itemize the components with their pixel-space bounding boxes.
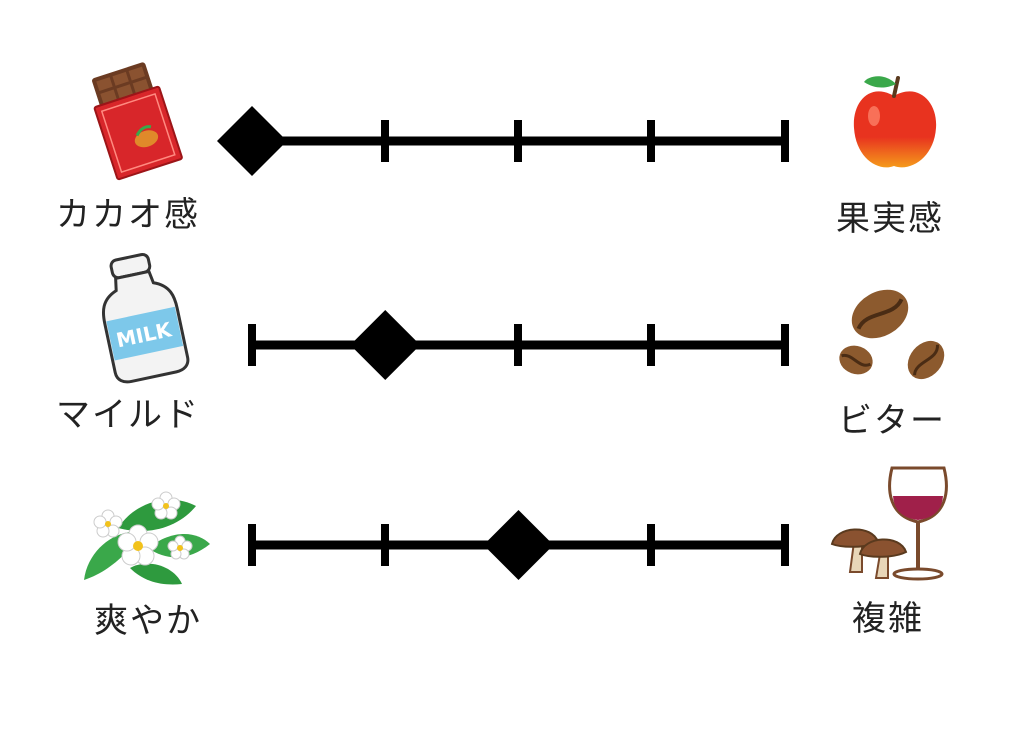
left-label: 爽やか [94,601,202,641]
milk-bottle-icon: MILK [102,252,190,384]
apple-icon [853,76,937,168]
right-label: 果実感 [836,199,944,239]
scale-marker [483,510,554,580]
scale-marker [217,106,287,176]
scale-row-3: 爽やか 複雑 [84,466,948,641]
scale-row-1: カカオ感 果実感 [56,62,944,239]
left-label: マイルド [56,395,200,435]
scale-axis [217,106,789,176]
white-flowers-icon [84,491,210,585]
coffee-beans-icon [839,289,945,380]
scale-marker [350,310,421,380]
scale-axis [248,510,789,580]
chocolate-bar-icon [92,62,183,181]
scale-row-2: MILK マイルド [56,252,946,441]
scale-axis [248,310,789,380]
mushrooms-and-wine-icon [830,466,948,581]
left-label: カカオ感 [56,195,200,235]
right-label: ビター [838,401,946,441]
right-label: 複雑 [852,599,924,639]
